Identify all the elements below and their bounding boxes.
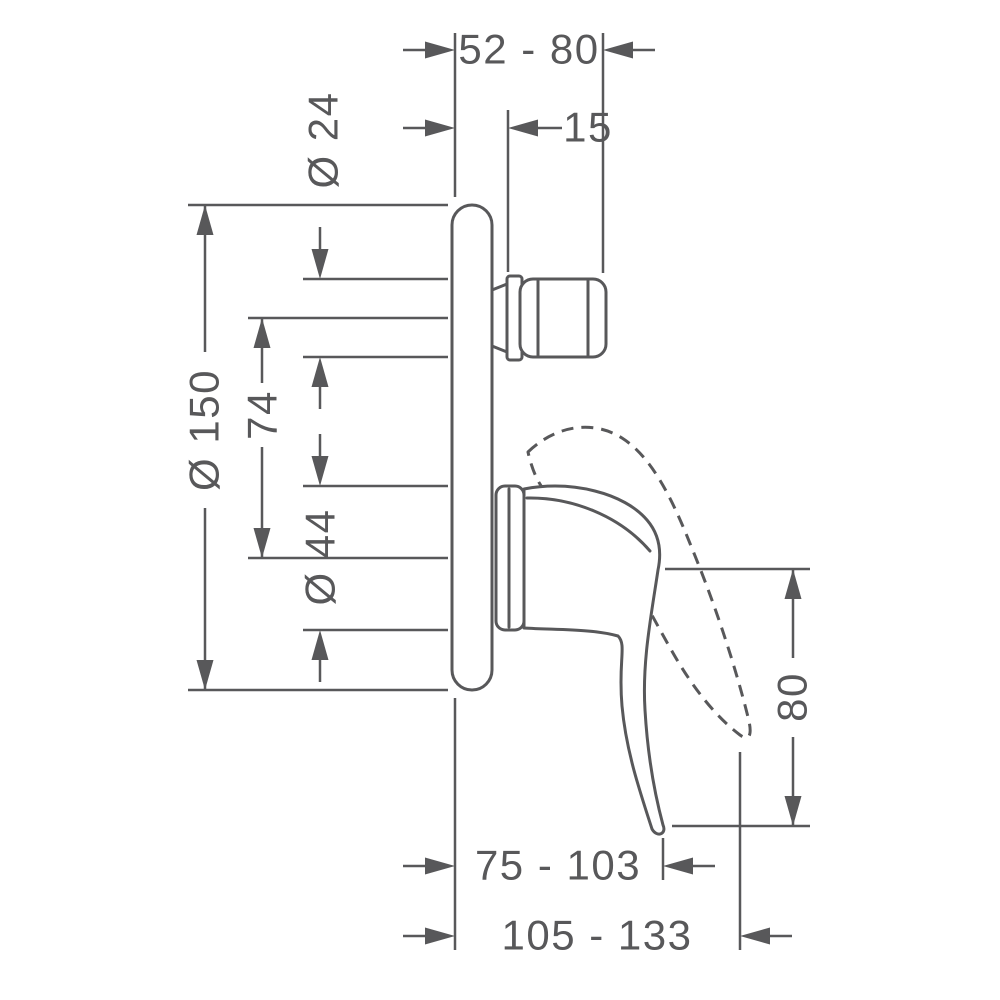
- dim-spout-offset: 15: [403, 104, 613, 151]
- arrow-right-icon: [425, 119, 455, 137]
- dim-spout-to-handle: 74: [239, 318, 286, 558]
- fixture: [450, 203, 752, 836]
- dim-label-spout-to-handle: 74: [239, 390, 286, 440]
- extension-lines: [188, 33, 810, 950]
- dimension-annotations: 52 - 80 15 Ø 24 Ø 150: [181, 26, 816, 959]
- arrow-down-icon: [311, 456, 329, 486]
- arrow-left-icon: [603, 41, 633, 59]
- dim-depth-range: 52 - 80: [403, 26, 655, 73]
- arrow-up-icon: [311, 357, 329, 387]
- dim-label-total-reach: 105 - 133: [502, 912, 693, 959]
- spout-neck: [490, 282, 509, 354]
- arrow-down-icon: [311, 249, 329, 279]
- arrow-down-icon: [784, 796, 802, 826]
- arrow-up-icon: [784, 569, 802, 599]
- arrow-left-icon: [663, 857, 693, 875]
- dim-label-handle-drop: 80: [769, 672, 816, 722]
- dim-label-hub-diameter: Ø 44: [297, 508, 344, 605]
- escutcheon-plate: [450, 203, 494, 692]
- handle-lever: [522, 484, 666, 836]
- arrow-up-icon: [311, 630, 329, 660]
- arrow-down-icon: [253, 528, 271, 558]
- dim-label-spout-diameter: Ø 24: [300, 91, 347, 188]
- dim-plate-diameter: Ø 150: [181, 205, 228, 690]
- dim-lever-reach: 75 - 103: [403, 842, 715, 889]
- arrow-left-icon: [508, 119, 538, 137]
- arrow-up-icon: [253, 318, 271, 348]
- arrow-left-icon: [740, 927, 770, 945]
- dim-handle-drop: 80: [769, 569, 816, 826]
- arrow-right-icon: [425, 857, 455, 875]
- arrow-up-icon: [196, 205, 214, 235]
- handle-lever-outline: [522, 484, 666, 836]
- dim-hub-diameter: Ø 44: [297, 434, 344, 682]
- dim-label-spout-offset: 15: [563, 104, 613, 151]
- arrow-right-icon: [425, 927, 455, 945]
- spout: [490, 274, 608, 362]
- spout-body: [518, 277, 608, 359]
- handle-hub: [494, 484, 526, 632]
- arrow-down-icon: [196, 660, 214, 690]
- dim-spout-diameter: Ø 24: [300, 91, 347, 409]
- dim-total-reach: 105 - 133: [403, 912, 792, 959]
- handle-lever-detail-line: [525, 496, 652, 553]
- dim-label-plate-diameter: Ø 150: [181, 369, 228, 491]
- arrow-right-icon: [425, 41, 455, 59]
- dim-label-lever-reach: 75 - 103: [475, 842, 641, 889]
- dim-label-depth-range: 52 - 80: [458, 26, 599, 73]
